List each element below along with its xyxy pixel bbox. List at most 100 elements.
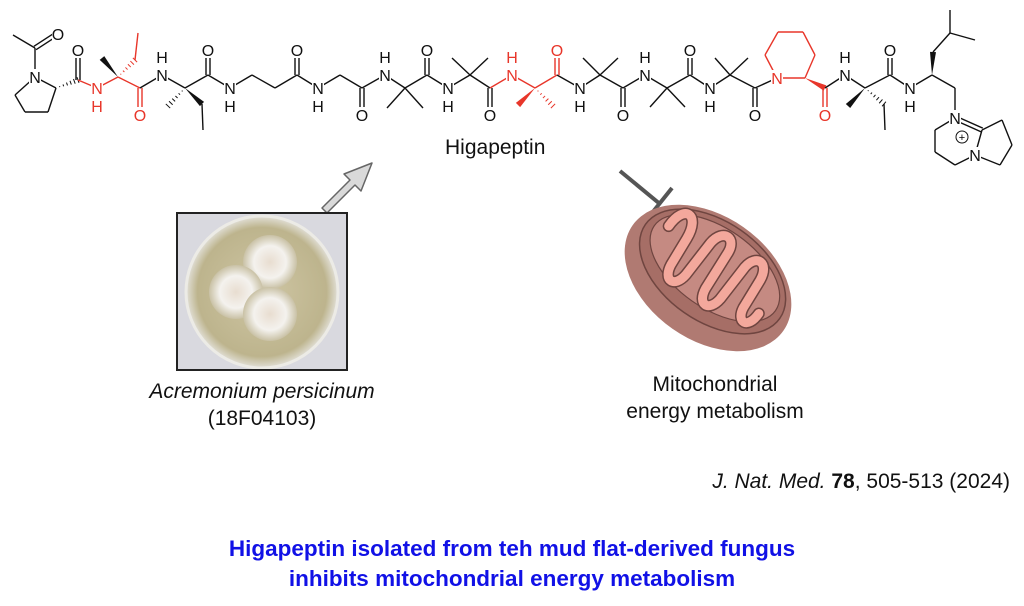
wedge-bond <box>515 88 535 108</box>
hash-bond <box>545 98 549 102</box>
atom-label: O <box>749 108 761 125</box>
atom-label: O <box>134 108 146 125</box>
hash-bond <box>73 78 76 84</box>
atom-label: O <box>291 43 303 60</box>
hash-bond <box>66 82 68 86</box>
bond <box>729 74 756 89</box>
atom-label: N <box>506 68 518 85</box>
bond <box>599 57 619 76</box>
atom-label: O <box>421 43 433 60</box>
bond <box>201 103 204 131</box>
atom-label: N <box>224 81 236 98</box>
atom-label: H <box>224 99 236 116</box>
atom-label: N <box>839 68 851 85</box>
hash-bond <box>171 98 176 102</box>
atom-label: N <box>969 148 981 165</box>
bond <box>386 87 406 109</box>
bond <box>534 74 558 89</box>
atom-label: N <box>771 71 783 88</box>
bond <box>729 57 749 76</box>
atom-label: H <box>639 50 651 67</box>
hash-bond <box>125 67 128 70</box>
atom-label: O <box>72 43 84 60</box>
target-label: Mitochondrial energy metabolism <box>565 371 865 425</box>
bond <box>864 74 891 89</box>
headline-line-1: Higapeptin isolated from teh mud flat-de… <box>228 536 796 561</box>
hash-bond <box>168 100 173 106</box>
hash-bond <box>542 95 546 99</box>
atom-label: O <box>356 108 368 125</box>
atom-label: N <box>639 68 651 85</box>
species-name: Acremonium persicinum <box>149 380 375 403</box>
headline: Higapeptin isolated from teh mud flat-de… <box>0 534 1024 594</box>
atom-label: O <box>551 43 563 60</box>
bond <box>802 31 816 56</box>
atom-label: H <box>839 50 851 67</box>
bond <box>931 74 956 89</box>
compound-name: Higapeptin <box>445 136 546 159</box>
wedge-bond <box>930 51 936 75</box>
bond <box>404 74 428 89</box>
atom-label: N <box>156 68 168 85</box>
bond <box>582 57 601 76</box>
bond <box>649 87 668 108</box>
bond <box>12 34 36 49</box>
atom-label: H <box>506 50 518 67</box>
bond <box>666 74 691 89</box>
atom-label: H <box>704 99 716 116</box>
hash-bond <box>870 92 873 95</box>
hash-bond <box>62 84 65 87</box>
atom-label: H <box>904 99 916 116</box>
headline-line-2: inhibits mitochondrial energy metabolism <box>288 566 736 591</box>
atom-label: O <box>617 108 629 125</box>
bond <box>339 74 363 89</box>
citation-pages-year: , 505-513 (2024) <box>854 470 1010 493</box>
atom-label: O <box>484 108 496 125</box>
target-line-2: energy metabolism <box>626 400 804 423</box>
hash-bond <box>878 99 883 104</box>
atom-label: N <box>704 81 716 98</box>
bond <box>999 144 1013 166</box>
hash-bond <box>181 90 183 92</box>
atom-label: N <box>442 81 454 98</box>
atom-label: N <box>379 68 391 85</box>
hash-bond <box>178 92 181 96</box>
bond <box>934 151 956 166</box>
atom-label: N <box>949 111 961 128</box>
bond <box>714 57 731 76</box>
bond <box>117 76 141 89</box>
bond <box>883 103 886 131</box>
atom-label: O <box>52 27 64 44</box>
hash-bond <box>550 103 556 109</box>
atom-label: H <box>312 99 324 116</box>
charge-label: + <box>959 132 965 144</box>
bond <box>184 74 209 89</box>
producer-organism-label: Acremonium persicinum (18F04103) <box>112 378 412 432</box>
atom-label: H <box>156 50 168 67</box>
positive-charge-icon <box>955 130 969 144</box>
atom-label: H <box>574 99 586 116</box>
wedge-bond <box>99 56 118 77</box>
bond <box>451 57 471 76</box>
atom-label: N <box>29 70 41 87</box>
production-arrow-icon <box>321 162 373 214</box>
bond <box>666 87 686 108</box>
fungus-culture-photo <box>176 212 348 371</box>
citation-volume: 78 <box>831 470 855 493</box>
mitochondrion-icon <box>624 204 792 352</box>
bond <box>599 74 624 89</box>
hash-bond <box>122 70 125 73</box>
hash-bond <box>867 89 869 92</box>
bond <box>469 74 491 89</box>
atom-label: O <box>684 43 696 60</box>
double-bond <box>33 32 55 47</box>
hash-bond <box>537 90 539 92</box>
atom-label: O <box>202 43 214 60</box>
atom-label: O <box>819 108 831 125</box>
bond <box>804 54 816 79</box>
bond <box>404 87 424 109</box>
bond <box>274 74 298 89</box>
bond <box>932 32 951 53</box>
hash-bond <box>547 100 553 106</box>
